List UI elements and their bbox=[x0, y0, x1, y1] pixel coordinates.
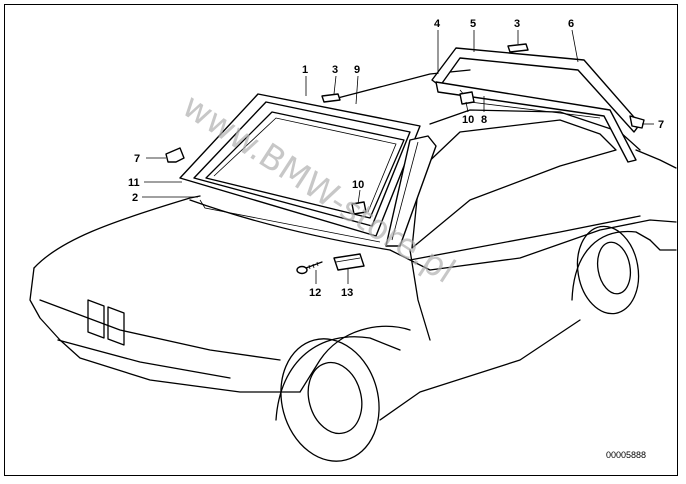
callout-10-center: 10 bbox=[352, 179, 364, 191]
callout-8: 8 bbox=[481, 114, 487, 126]
car-body-outline bbox=[29, 69, 677, 462]
front-wheel-hub bbox=[307, 361, 363, 435]
windshield-seal bbox=[179, 93, 421, 237]
clip-parts bbox=[165, 43, 645, 275]
callout-3-front: 3 bbox=[332, 64, 338, 76]
callout-5: 5 bbox=[470, 18, 476, 30]
clip-3-rear bbox=[507, 43, 529, 53]
callout-4: 4 bbox=[434, 18, 441, 30]
callout-10-rear: 10 bbox=[462, 114, 474, 126]
screw-12 bbox=[296, 261, 323, 275]
clip-7-left bbox=[165, 147, 185, 163]
clip-10-center bbox=[351, 201, 367, 215]
grille-left bbox=[87, 299, 105, 339]
rear-window-seal bbox=[431, 47, 641, 163]
callout-9: 9 bbox=[354, 64, 360, 76]
clip-10-rear bbox=[459, 91, 475, 105]
clip-3-front bbox=[321, 93, 341, 103]
clip-7-right bbox=[629, 115, 645, 129]
a-pillar-trim bbox=[385, 135, 437, 247]
grille-right bbox=[107, 306, 125, 346]
callout-13: 13 bbox=[341, 287, 353, 299]
callout-3-rear: 3 bbox=[514, 18, 520, 30]
callout-2: 2 bbox=[132, 192, 138, 204]
callout-12: 12 bbox=[309, 287, 321, 299]
leader-lines bbox=[142, 29, 654, 284]
callout-11: 11 bbox=[128, 177, 140, 189]
front-wheel bbox=[280, 338, 380, 462]
rear-wheel bbox=[576, 225, 640, 315]
callouts: 1 3 9 4 5 3 6 7 11 2 10 10 8 7 12 13 bbox=[128, 18, 664, 299]
callout-7-right: 7 bbox=[658, 119, 664, 131]
callout-1: 1 bbox=[302, 64, 308, 76]
plate-13 bbox=[333, 253, 365, 271]
side-window bbox=[411, 119, 617, 249]
callout-7-left: 7 bbox=[134, 153, 140, 165]
callout-6: 6 bbox=[568, 18, 574, 30]
diagram-part-number: 00005888 bbox=[606, 450, 646, 460]
rear-wheel-hub bbox=[596, 241, 632, 295]
diagram-frame bbox=[4, 4, 678, 476]
